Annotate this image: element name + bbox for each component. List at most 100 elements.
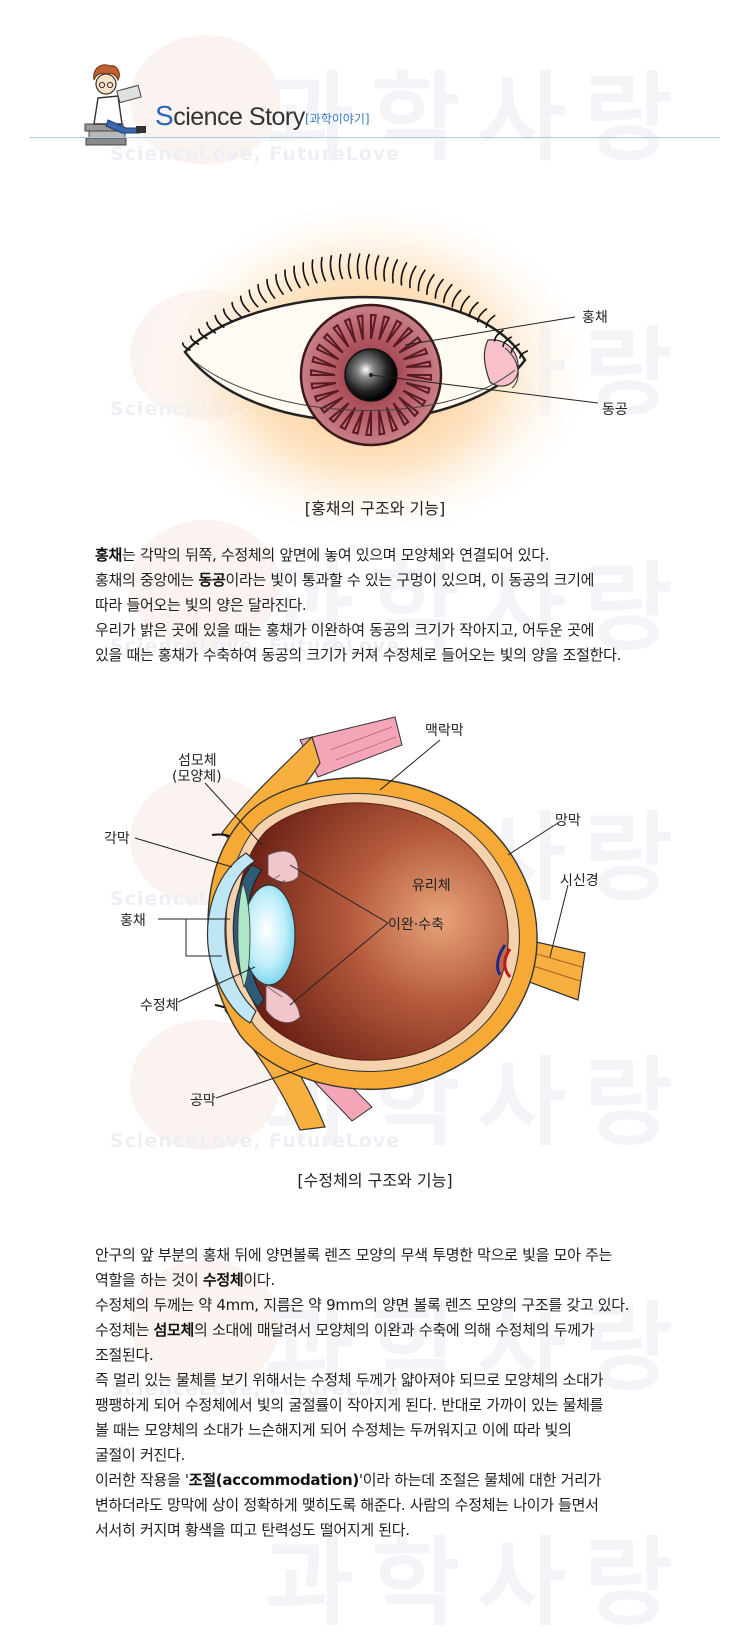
iris-ridge [332, 323, 350, 348]
label-iris: 홍채 [582, 310, 608, 326]
eyelash [426, 273, 435, 295]
label-ciliary-body: 섬모체 [178, 753, 217, 769]
eyelash [302, 262, 310, 286]
iris-ridge [398, 396, 420, 418]
text-line: 이다. [243, 1271, 275, 1289]
iris-ridge [398, 336, 423, 354]
watermark-blob [130, 1260, 280, 1390]
eyelash [239, 295, 250, 313]
eyelash [222, 308, 234, 323]
brand-initial: S [155, 100, 174, 131]
iris-ridge [309, 368, 336, 376]
text-line: 이러한 작용을 ' [95, 1471, 189, 1489]
eyelash [485, 314, 496, 328]
lens-description: 안구의 앞 부분의 홍채 뒤에 양면볼록 렌즈 모양의 무색 투명한 막으로 빛… [95, 1243, 695, 1543]
eyelash [275, 273, 284, 295]
iris-ridge [351, 409, 364, 435]
label-ciliary-body-alt: (모양체) [172, 769, 222, 785]
text-line: 안구의 앞 부분의 홍채 뒤에 양면볼록 렌즈 모양의 무색 투명한 막으로 빛… [95, 1246, 613, 1264]
iris-ridge [406, 374, 433, 382]
eyelash [248, 289, 259, 308]
label-optic-nerve: 시신경 [560, 873, 599, 889]
eyelash [510, 343, 520, 353]
iris-ridge [313, 389, 340, 403]
term-accommodation: 조절(accommodation) [188, 1471, 359, 1489]
iris-diagram: 홍채 동공 [140, 195, 628, 545]
eyelash [476, 308, 488, 323]
iris-description: 홍채는 각막의 뒤쪽, 수정체의 앞면에 놓여 있으며 모양체와 연결되어 있다… [95, 543, 695, 668]
text-line: 이라는 빛이 통과할 수 있는 구멍이 있으며, 이 동공의 크기에 [225, 571, 595, 589]
text-line: 우리가 밝은 곳에 있을 때는 홍채가 이완하여 동공의 크기가 작아지고, 어… [95, 621, 595, 639]
text-line: 서서히 커지며 황색을 띠고 탄력성도 떨어지게 된다. [95, 1521, 410, 1539]
iris-ridge [322, 332, 344, 354]
brand-subtitle: [과학이야기] [305, 112, 370, 126]
iris-ridge [378, 315, 391, 341]
text-line: 즉 멀리 있는 물체를 보기 위해서는 수정체 두께가 얇아져야 되므로 모양체… [95, 1371, 604, 1389]
eyelash [190, 335, 200, 345]
figure-caption-iris: [홍채의 구조와 기능] [304, 499, 446, 518]
eyelash [493, 329, 504, 342]
eyelash [293, 265, 301, 289]
eyelash [214, 314, 225, 328]
iris-ridge [392, 326, 414, 348]
text-line: 수정체의 두께는 약 4mm, 지름은 약 9mm의 양면 볼록 렌즈 모양의 … [95, 1296, 630, 1314]
term-pupil: 동공 [198, 571, 226, 589]
header-divider [30, 137, 720, 138]
eyelash [320, 256, 327, 282]
iris-ridge [356, 314, 364, 341]
iris-ridge [364, 410, 372, 437]
eyelash [206, 321, 217, 334]
text-line: 역할을 하는 것이 [95, 1271, 203, 1289]
eyelash [329, 255, 335, 281]
term-iris: 홍채 [95, 546, 123, 564]
brand-rest: cience Story [173, 103, 305, 131]
eyelash [519, 350, 528, 359]
iris-ridge [311, 355, 337, 368]
iris-ridge [385, 319, 403, 344]
eyelash [417, 269, 426, 292]
text-line: '이라 하는데 조절은 물체에 대한 거리가 [358, 1471, 602, 1489]
label-sclera: 공막 [190, 1093, 216, 1109]
text-line: 볼 때는 모양체의 소대가 느슨해지게 되어 수정체는 두꺼워지고 이에 따라 … [95, 1421, 572, 1439]
iris-ridge [402, 347, 429, 361]
eyelash [347, 253, 352, 279]
text-line: 변하더라도 망막에 상이 정확하게 맺히도록 해준다. 사람의 수정체는 나이가… [95, 1496, 599, 1514]
text-line: 있을 때는 홍채가 수축하여 동공의 크기가 커져 수정체로 들어오는 빛의 양… [95, 646, 622, 664]
eye-cross-section-diagram: 맥락막 섬모체 (모양체) 각막 망막 시신경 유리체 홍채 이완·수축 수정체… [104, 716, 599, 1131]
iris-ridge [319, 396, 344, 414]
label-cornea: 각막 [104, 831, 130, 847]
eyelash [365, 253, 370, 280]
iris-ridge [378, 409, 386, 436]
iris-ridge [328, 402, 350, 424]
eyelash [443, 283, 453, 304]
label-relax-contract: 이완·수축 [388, 917, 444, 933]
text-line: 의 소대에 매달려서 모양체의 이완과 수축에 의해 수정체의 두께가 [193, 1321, 595, 1339]
eyelash [391, 259, 399, 284]
label-pupil: 동공 [602, 402, 628, 418]
eyelash [257, 283, 267, 304]
iris-ridge [343, 317, 357, 344]
text-line: 따라 들어오는 빛의 양은 달라진다. [95, 596, 307, 614]
iris-ridge [405, 360, 432, 368]
header: Science Story [과학이야기] [0, 0, 750, 170]
eyelash [374, 255, 380, 281]
iris-figure: 홍채 동공 [홍채의 구조와 기능] [0, 190, 750, 545]
eyelash [451, 289, 462, 308]
term-ciliary-body: 섬모체 [153, 1321, 194, 1339]
iris-ridge [405, 382, 431, 395]
watermark-blob [130, 520, 280, 650]
scientist-mascot-icon [84, 64, 146, 146]
text-line: 굴절이 커진다. [95, 1446, 185, 1464]
label-vitreous: 유리체 [412, 878, 451, 894]
iris-ridge [370, 313, 378, 340]
text-line: 는 각막의 뒤쪽, 수정체의 앞면에 놓여 있으며 모양체와 연결되어 있다. [122, 546, 550, 564]
iris-ridge [310, 382, 337, 390]
eyelash [383, 256, 389, 282]
iris-ridge [339, 406, 357, 431]
eyelash [311, 259, 318, 284]
iris-ridge [392, 402, 410, 427]
figure-caption-lens: [수정체의 구조와 기능] [297, 1171, 453, 1190]
label-iris: 홍채 [120, 913, 146, 929]
iris-ridge [315, 343, 340, 361]
brand-title: Science Story [155, 100, 305, 132]
